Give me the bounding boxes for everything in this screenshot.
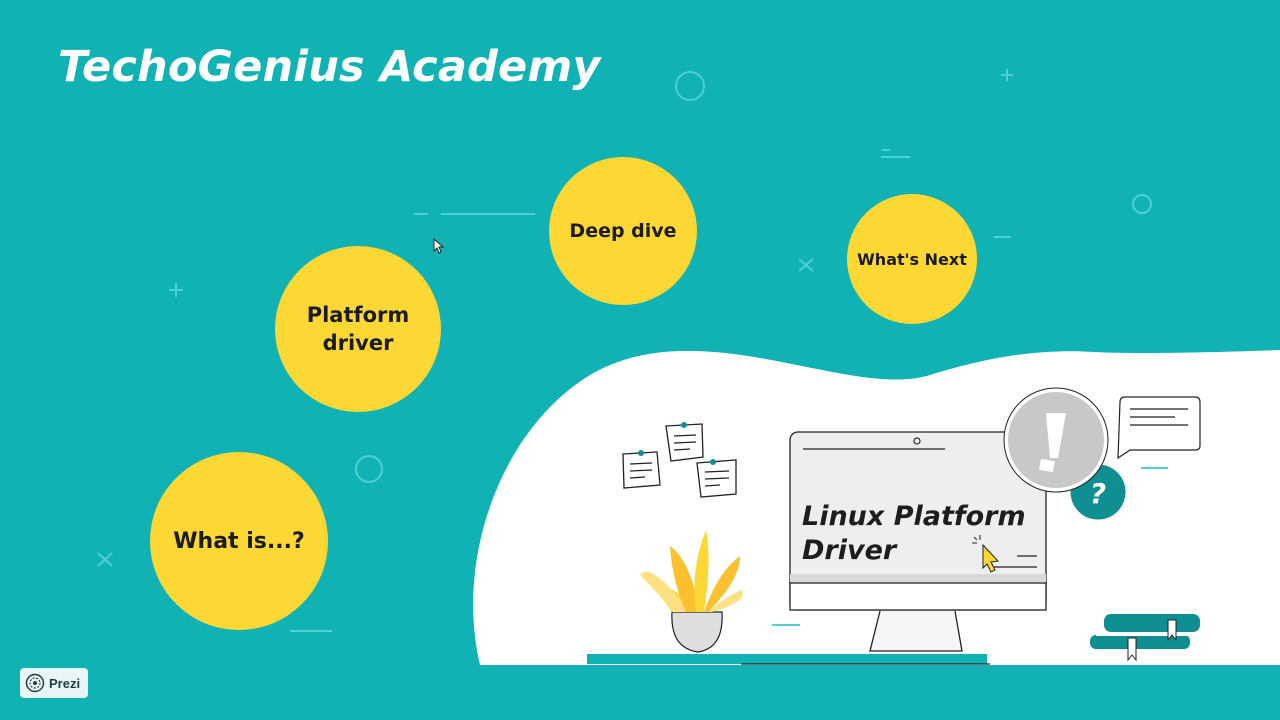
deco-circle (355, 455, 383, 483)
monitor-icon (789, 431, 1047, 652)
topic-label: What is...? (173, 528, 305, 554)
topic-whats-next[interactable]: What's Next (847, 194, 977, 324)
deco-circle (675, 71, 705, 101)
prezi-badge[interactable]: Prezi (20, 668, 88, 698)
topic-platform-driver[interactable]: Platform driver (275, 246, 441, 412)
sticky-notes-icon (622, 423, 737, 498)
topic-label: What's Next (857, 249, 967, 269)
topic-deep-dive[interactable]: Deep dive (549, 157, 697, 305)
page-title: TechoGenius Academy (58, 42, 601, 92)
svg-text:?: ? (1090, 477, 1106, 510)
topic-label: Platform driver (306, 303, 410, 355)
chat-bubble-icon (1117, 396, 1201, 460)
exclamation-icon (1003, 387, 1109, 493)
books-icon (1090, 614, 1200, 662)
screen-title: Linux Platform Driver (802, 501, 1026, 566)
deco-circle (1132, 194, 1152, 214)
mouse-cursor-icon (433, 238, 445, 254)
prezi-logo-icon (25, 673, 45, 693)
plant-icon (640, 530, 743, 653)
topic-what-is[interactable]: What is...? (150, 452, 328, 630)
topic-label: Deep dive (569, 220, 677, 242)
prezi-label: Prezi (49, 675, 81, 691)
